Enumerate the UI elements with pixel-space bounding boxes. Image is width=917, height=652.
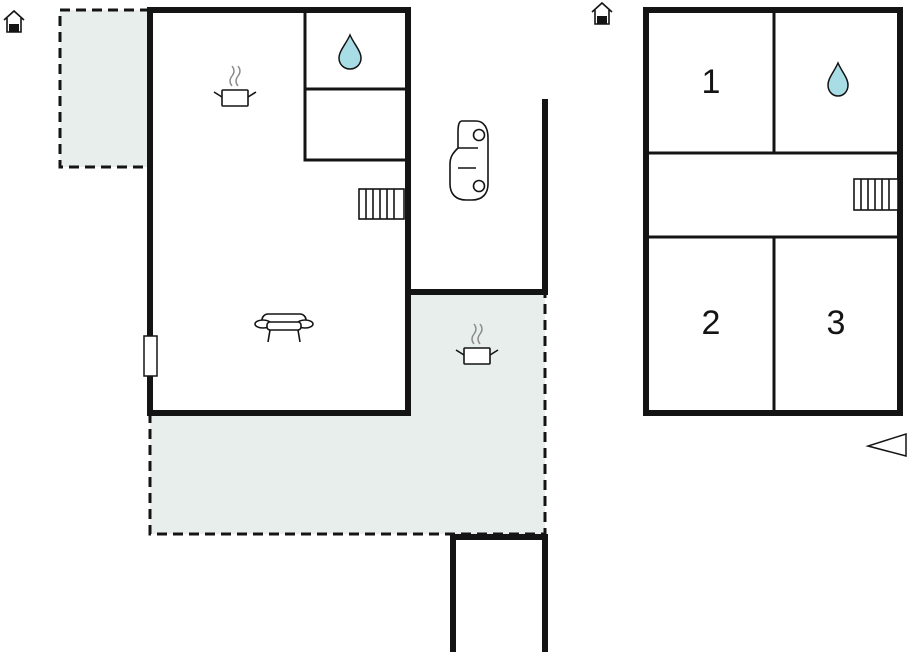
terrace-top-left-outline — [58, 8, 150, 169]
room-number-3: 3 — [827, 304, 846, 342]
upper-floor: 1 2 3 — [591, 1, 907, 457]
room-number-2: 2 — [702, 304, 721, 342]
stairs-icon — [358, 188, 405, 220]
west-door — [143, 335, 158, 377]
carport-wall — [405, 99, 548, 295]
main-house-wall — [147, 7, 411, 416]
room-number-1: 1 — [702, 63, 721, 101]
stairs-icon — [853, 178, 899, 211]
cooking-pot-icon — [213, 65, 257, 107]
shed-wall — [450, 534, 548, 652]
triangle-pointer-icon — [865, 432, 907, 457]
ground-floor — [3, 7, 548, 652]
cooking-pot-icon — [455, 323, 499, 365]
house-entrance-icon — [3, 9, 25, 33]
terrace-top-left — [60, 10, 150, 167]
water-drop-icon — [338, 33, 362, 70]
house-entrance-icon — [591, 1, 613, 25]
water-drop-icon — [827, 61, 849, 97]
bathroom-partition — [303, 10, 408, 162]
car-icon — [449, 120, 489, 201]
sofa-icon — [254, 313, 314, 343]
